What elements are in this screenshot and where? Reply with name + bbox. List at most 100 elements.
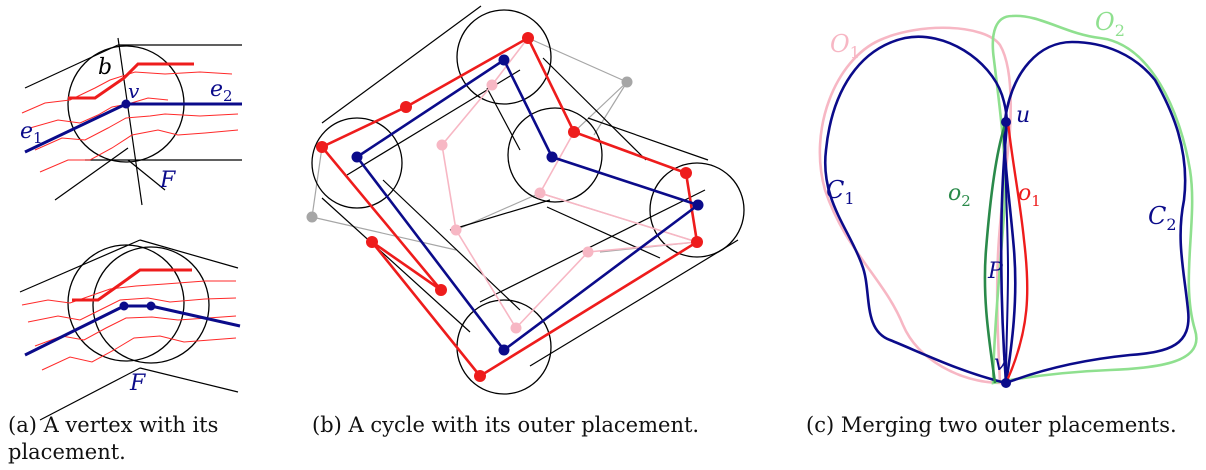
vertex-dot (119, 301, 129, 311)
gray-edge (573, 81, 628, 133)
vertex-u (1001, 117, 1011, 127)
caption-c: (c) Merging two outer placements. (806, 413, 1177, 437)
boundary-line (54, 147, 129, 201)
panel-b (306, 5, 745, 395)
outer-placement-O2 (991, 14, 1198, 385)
red-node (316, 141, 328, 153)
label-e2: e2 (210, 77, 233, 105)
placement-disk (507, 107, 603, 203)
edge-left (24, 304, 125, 357)
navy-node (498, 54, 510, 66)
red-curve (21, 280, 236, 306)
label-F-bottom: F (129, 371, 146, 396)
boundary-line (19, 239, 141, 293)
edge-e1 (24, 102, 127, 154)
panel-a-top: b v e1 e2 F (20, 37, 242, 206)
label-F-top: F (159, 168, 176, 193)
vertex-v (1001, 378, 1011, 388)
placement-disk (456, 9, 552, 105)
cycle-C1 (823, 35, 1009, 385)
cycle-C2 (1003, 40, 1190, 386)
red-curve (21, 71, 233, 114)
boundary-line (24, 44, 119, 89)
gray-edge (527, 37, 628, 83)
bisector-b (117, 37, 143, 206)
tangent-line (321, 5, 482, 124)
gray-edge (311, 216, 457, 251)
red-curve (34, 113, 239, 151)
red-curve (29, 97, 169, 129)
red-node (474, 370, 486, 382)
navy-node (692, 199, 704, 211)
path-o1 (1004, 121, 1029, 384)
red-node (680, 167, 692, 179)
tangent-line (587, 117, 709, 161)
panel-c: O1 O2 u C1 o2 o1 C2 P v (818, 8, 1198, 388)
navy-node (351, 151, 363, 163)
label-C1: C1 (826, 176, 855, 208)
red-node (522, 32, 534, 44)
label-u: u (1016, 103, 1030, 128)
label-o2: o2 (948, 181, 971, 210)
boundary-line (139, 239, 239, 269)
pink-node (450, 224, 462, 236)
red-outer-placement (319, 36, 699, 378)
navy-node (546, 151, 558, 163)
red-placement-curve (68, 62, 194, 100)
panel-a-bottom: F (19, 239, 241, 421)
boundary-line (39, 367, 141, 421)
gray-edge (593, 81, 628, 136)
red-curve (39, 129, 239, 173)
pink-node (486, 79, 498, 91)
path-o2 (983, 121, 1008, 384)
red-node (400, 101, 412, 113)
pink-node (534, 187, 546, 199)
red-curve (34, 315, 237, 347)
placement-disk (649, 162, 745, 258)
vertex-disk-2 (92, 246, 210, 364)
label-O1: O1 (830, 30, 860, 62)
tangent-line (542, 57, 647, 161)
label-v-c: v (994, 351, 1007, 376)
caption-a-line1: (a) A vertex with its (8, 413, 219, 437)
red-node (435, 284, 447, 296)
label-O2: O2 (1095, 8, 1125, 40)
navy-node (498, 344, 510, 356)
vertex-v (121, 99, 131, 109)
outer-placement-O1 (818, 26, 1012, 385)
label-C2: C2 (1148, 202, 1177, 234)
caption-b: (b) A cycle with its outer placement. (312, 413, 700, 437)
edge-right (150, 304, 241, 328)
label-b: b (98, 55, 112, 80)
red-node (691, 236, 703, 248)
tangent-line (449, 199, 551, 231)
label-v: v (128, 79, 140, 103)
tangent-line (486, 87, 521, 151)
placement-disk (311, 117, 403, 209)
pink-cycle (441, 37, 698, 330)
red-node (366, 236, 378, 248)
tangent-line (529, 239, 739, 367)
path-P (1004, 121, 1010, 384)
caption-a: (a) A vertex with its placement. (8, 412, 268, 466)
pink-node (510, 322, 522, 334)
gray-edge (311, 146, 323, 218)
red-curve (41, 335, 237, 371)
red-curve (27, 297, 237, 323)
label-e1: e1 (20, 119, 43, 147)
label-o1: o1 (1018, 181, 1041, 210)
label-P: P (987, 259, 1004, 284)
boundary-line (127, 159, 166, 191)
tangent-line (382, 179, 521, 311)
red-placement-curve (72, 268, 192, 302)
vertex-dot (146, 301, 156, 311)
red-node (568, 126, 580, 138)
gray-node (621, 76, 633, 88)
tangent-line (321, 197, 471, 333)
caption-a-line2: placement. (8, 440, 126, 464)
gray-node (306, 211, 318, 223)
boundary-line (139, 367, 239, 393)
tangent-line (479, 189, 706, 303)
pink-node (582, 246, 594, 258)
